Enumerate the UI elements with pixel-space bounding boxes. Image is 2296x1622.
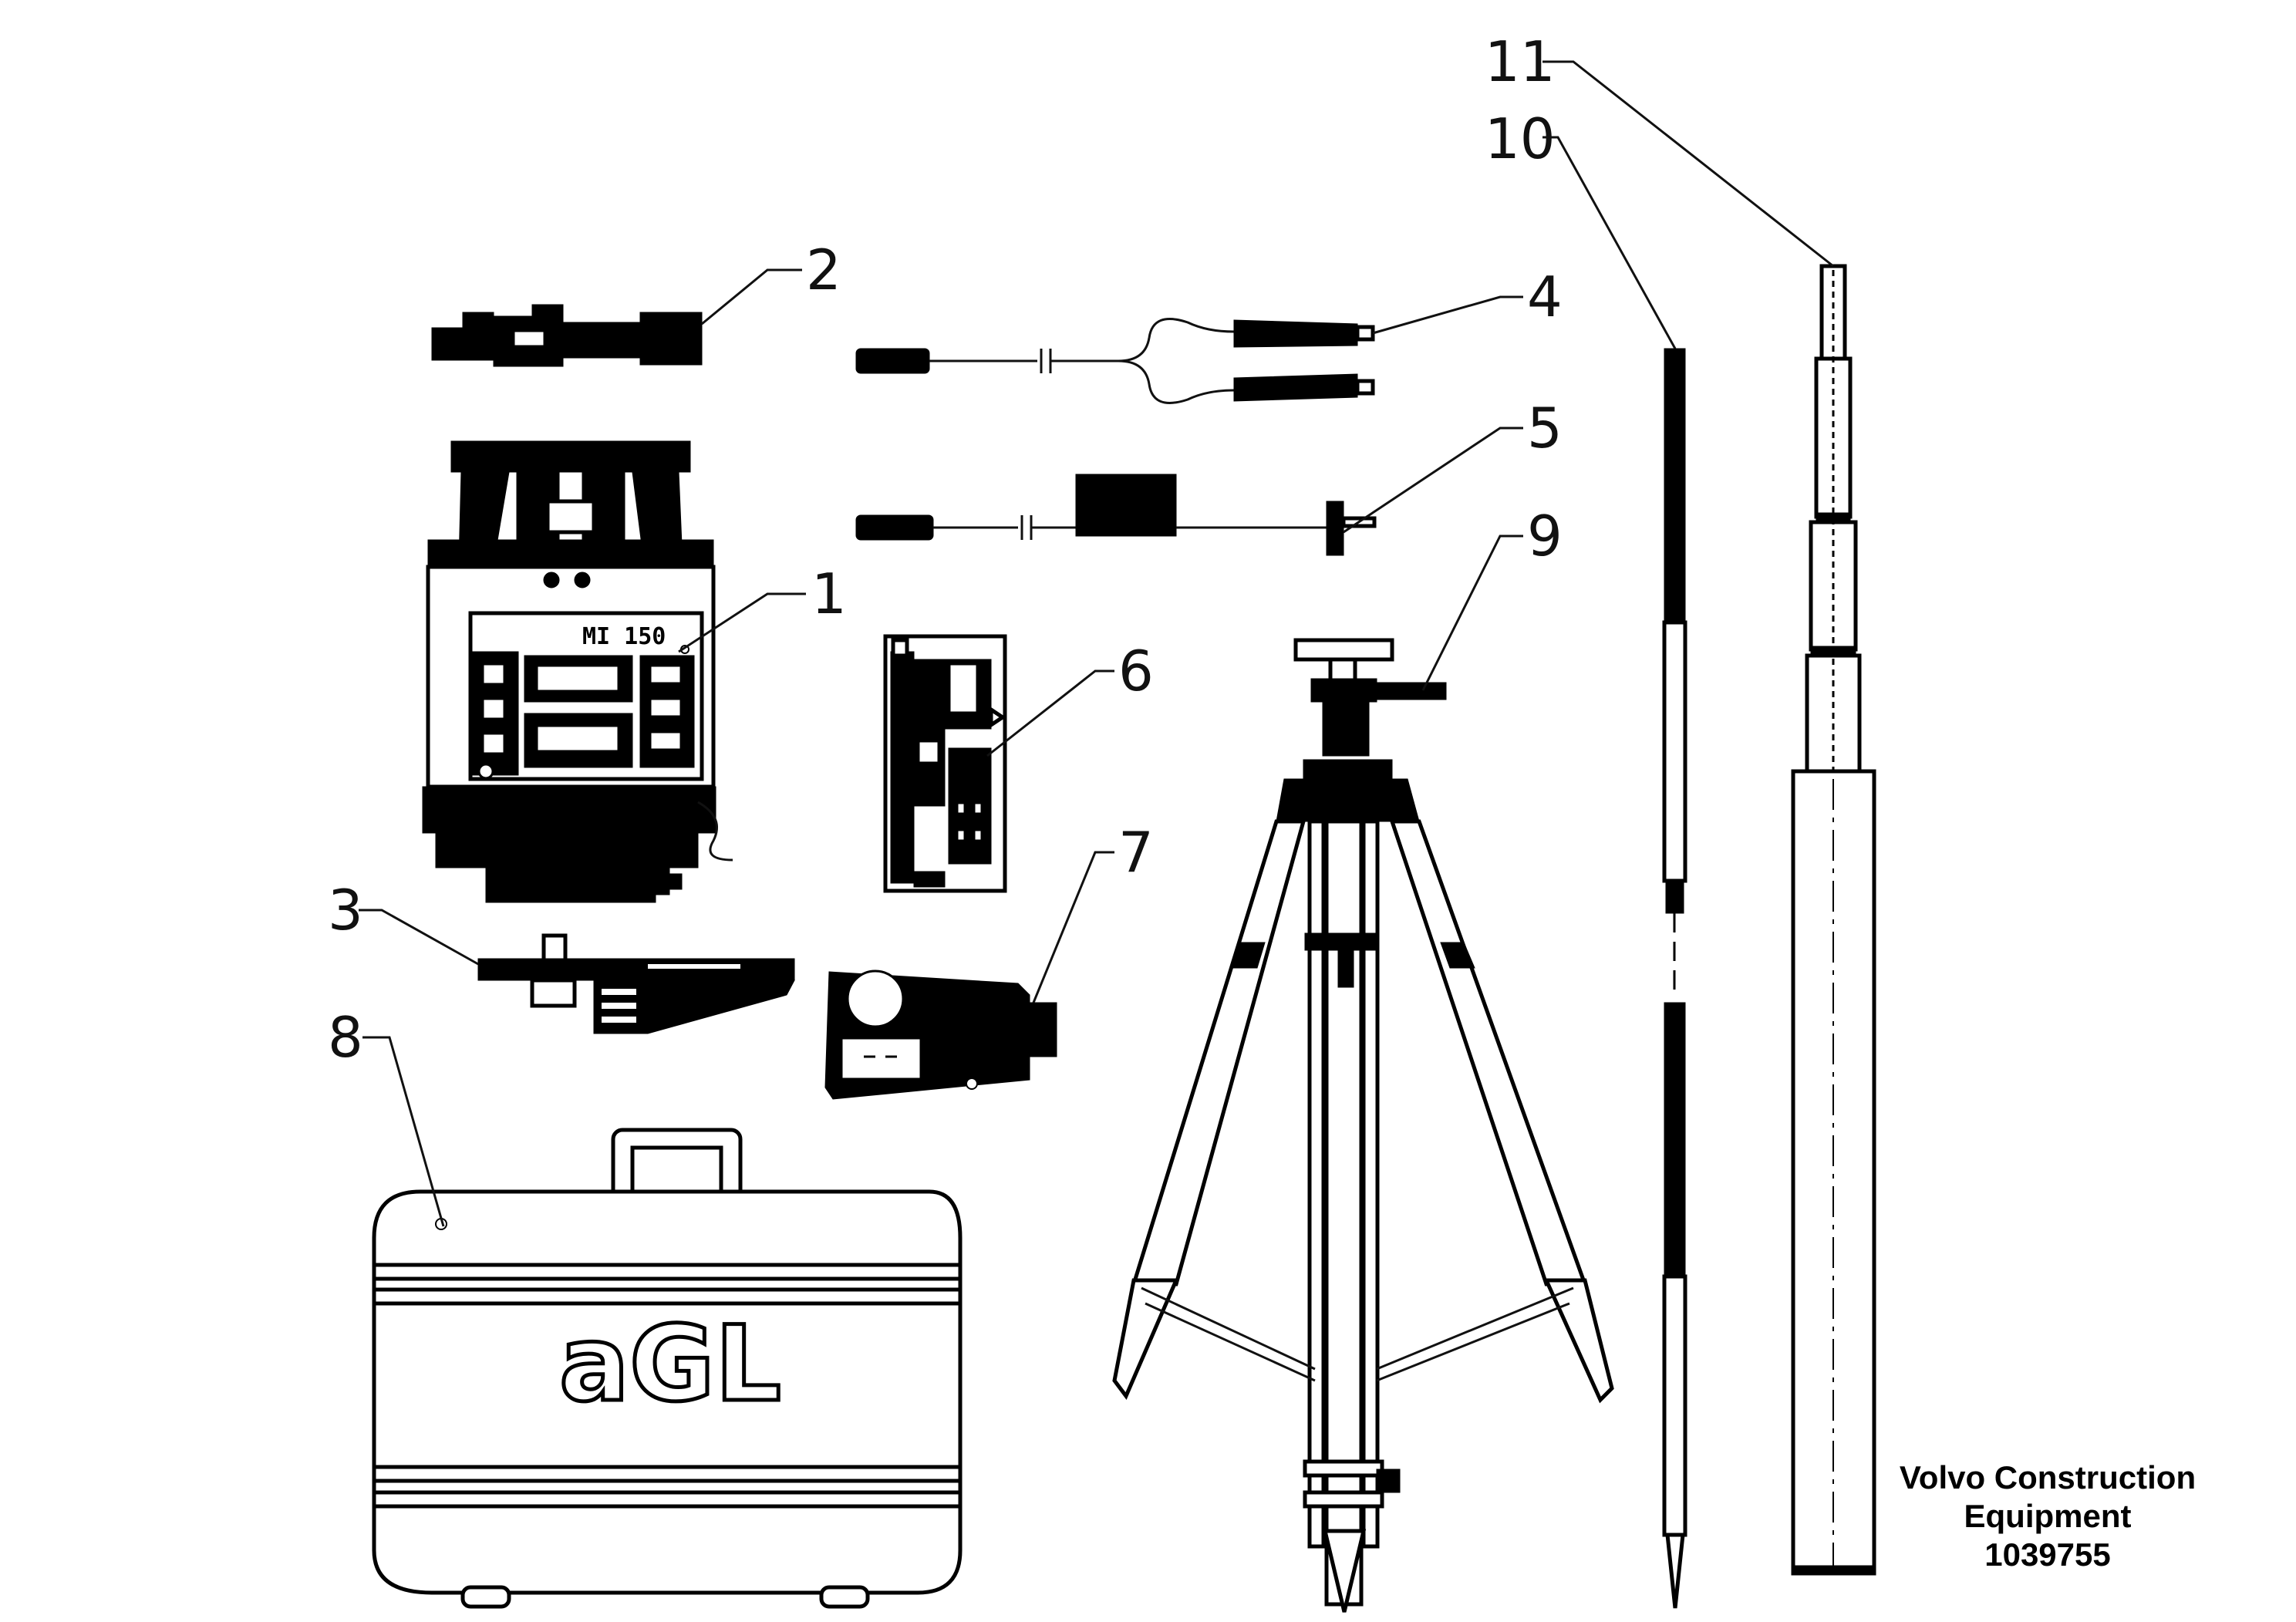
item-5-power-adapter [855,474,1377,556]
item-6-remote [883,634,1007,893]
brand-line-2: Equipment [1964,1498,2132,1534]
callout-2: 2 [806,238,841,302]
item-8-carrying-case: aGL [372,1128,963,1609]
footer-brand: Volvo Construction Equipment 1039755 [1900,1459,2196,1573]
callout-9: 9 [1527,504,1563,568]
panel-model-label: MI 150 [582,623,666,650]
callout-7: 7 [1118,820,1154,885]
case-logo: aGL [559,1303,781,1425]
callout-8: 8 [328,1005,363,1070]
callout-1: 1 [811,561,847,626]
item-1-rotating-laser: MI 150 [422,440,733,903]
callout-11: 11 [1485,29,1556,94]
callout-4: 4 [1527,265,1563,329]
item-11-telescopic-staff [1791,264,1876,1576]
item-2-sight [431,304,703,367]
callout-labels: 1 2 3 4 5 6 7 8 9 10 11 [328,29,1563,1070]
item-7-receiver [824,969,1057,1100]
drawing-number: 1039755 [1984,1536,2111,1573]
callout-3: 3 [328,878,363,943]
callout-10: 10 [1485,106,1556,171]
item-3-bracket [477,933,795,1034]
brand-line-1: Volvo Construction [1900,1459,2196,1496]
item-10-rod [1662,348,1687,1609]
callout-5: 5 [1527,396,1563,460]
item-9-tripod [1112,638,1614,1613]
leader-lines [359,60,1834,1227]
callout-6: 6 [1118,639,1154,703]
item-4-battery-cable [855,318,1375,404]
